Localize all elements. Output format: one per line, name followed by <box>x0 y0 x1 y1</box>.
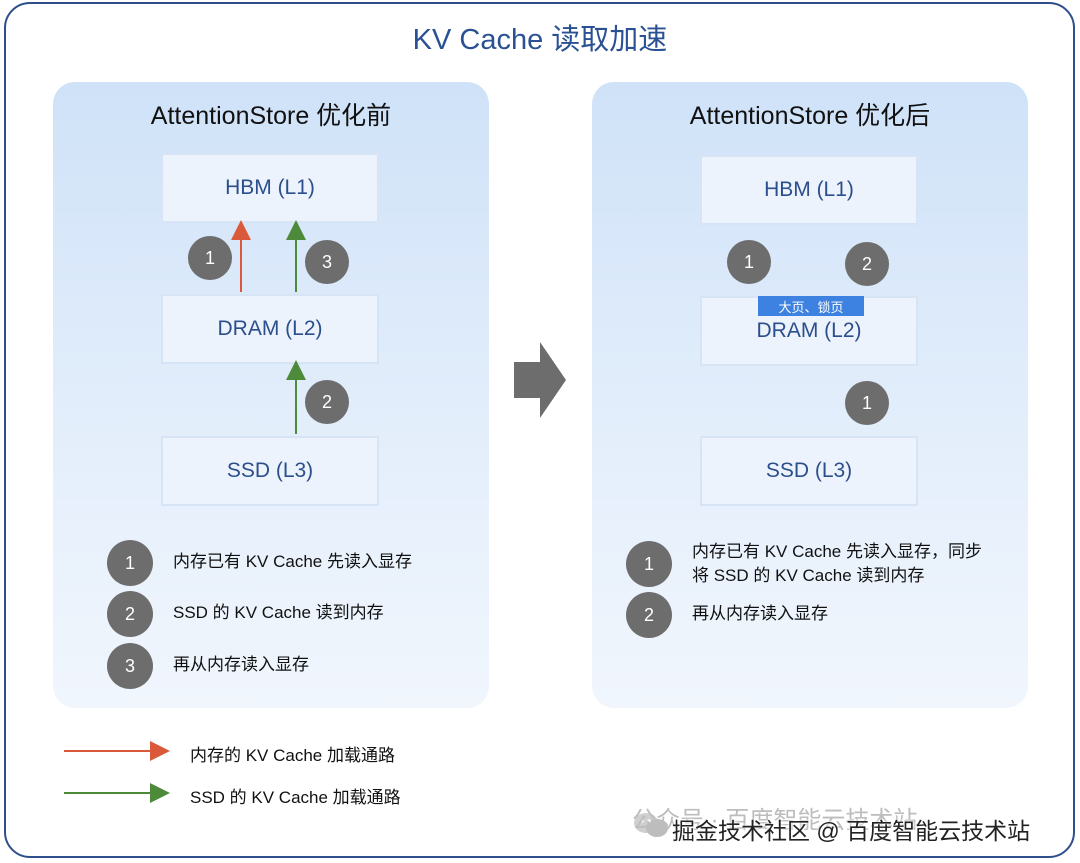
right-hbm-box: HBM (L1) <box>700 155 918 225</box>
left-note-3-badge: 3 <box>107 643 153 689</box>
diagram-title: KV Cache 读取加速 <box>412 24 668 56</box>
left-note-3-text: 再从内存读入显存 <box>173 655 309 674</box>
left-note-2-text: SSD 的 KV Cache 读到内存 <box>173 603 384 622</box>
right-note-2-text: 再从内存读入显存 <box>692 604 828 623</box>
right-badge-1-lower: 1 <box>845 381 889 425</box>
wechat-icon <box>634 813 668 837</box>
left-badge-1: 1 <box>188 236 232 280</box>
left-badge-2: 2 <box>305 380 349 424</box>
right-note-1-line2: 将 SSD 的 KV Cache 读到内存 <box>692 566 925 585</box>
left-ssd-box: SSD (L3) <box>161 436 379 506</box>
left-note-1-text: 内存已有 KV Cache 先读入显存 <box>173 552 412 571</box>
hugepage-lock-chip: 大页、锁页 <box>758 296 864 316</box>
transition-arrow-icon <box>514 342 566 418</box>
panel-before-title: AttentionStore 优化前 <box>150 102 392 130</box>
left-note-1-badge: 1 <box>107 540 153 586</box>
legend-ssd-label: SSD 的 KV Cache 加载通路 <box>190 788 401 807</box>
right-note-1-line1: 内存已有 KV Cache 先读入显存，同步 <box>692 542 982 561</box>
left-hbm-box: HBM (L1) <box>161 153 379 223</box>
left-note-2-badge: 2 <box>107 591 153 637</box>
left-dram-box: DRAM (L2) <box>161 294 379 364</box>
right-note-1-badge: 1 <box>626 541 672 587</box>
right-note-2-badge: 2 <box>626 592 672 638</box>
right-badge-2: 2 <box>845 242 889 286</box>
panel-after-title: AttentionStore 优化后 <box>689 102 931 130</box>
watermark-text: 掘金技术社区 @ 百度智能云技术站 <box>672 818 1031 844</box>
left-badge-3: 3 <box>305 240 349 284</box>
right-badge-1: 1 <box>727 240 771 284</box>
watermark-faint: 公众号 · 百度智能云技术站 <box>632 807 918 834</box>
legend-memory-label: 内存的 KV Cache 加载通路 <box>190 746 395 765</box>
right-ssd-box: SSD (L3) <box>700 436 918 506</box>
